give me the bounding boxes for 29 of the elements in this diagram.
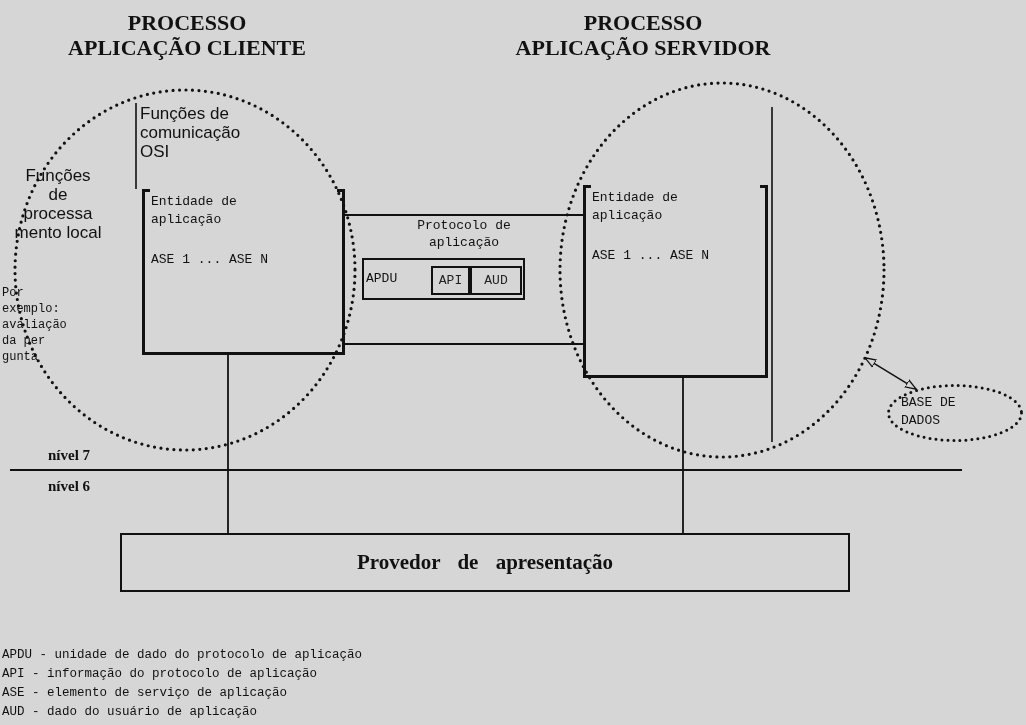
process-heading: PROCESSO APLICAÇÃO CLIENTE — [67, 10, 307, 60]
process-heading: PROCESSO APLICAÇÃO SERVIDOR — [515, 10, 771, 60]
presentation-provider-box — [120, 533, 850, 592]
level-label: nível 6 — [48, 477, 91, 495]
connector-line — [682, 377, 684, 534]
connector-line — [344, 214, 584, 216]
database-label: BASE DE DADOS — [901, 394, 957, 430]
abbreviation-definition: ASE - elemento de serviço de aplicação — [2, 685, 288, 702]
connector-line — [344, 343, 584, 345]
abbreviation-definition: AUD - dado do usuário de aplicação — [2, 704, 258, 721]
level-label: nível 7 — [48, 446, 91, 464]
ase-range-text: ASE 1 ... ASE N — [592, 247, 710, 265]
apdu-text: APDU — [366, 270, 398, 288]
api-field-box: API — [431, 266, 470, 295]
application-entity-bracket — [583, 185, 768, 378]
abbreviation-definition: APDU - unidade de dado do protocolo de aplicação — [2, 647, 363, 664]
entity-title: Entidade de aplicação — [151, 193, 238, 229]
database-ellipse — [887, 384, 1023, 442]
apdu-box — [362, 258, 525, 300]
abbreviation-definition: API - informação do protocolo de aplicação — [2, 666, 318, 683]
arrow — [864, 357, 917, 390]
application-entity-bracket — [142, 189, 345, 355]
provider-title: Provedor de apresentação — [356, 550, 614, 575]
ase-range-text: ASE 1 ... ASE N — [151, 251, 269, 269]
entity-title: Entidade de aplicação — [592, 189, 679, 225]
connector-line — [227, 354, 229, 534]
function-label: Funções de comunicação OSI — [140, 104, 242, 161]
aud-field-box: AUD — [470, 266, 522, 295]
function-label: Funções de processa mento local — [14, 166, 102, 242]
